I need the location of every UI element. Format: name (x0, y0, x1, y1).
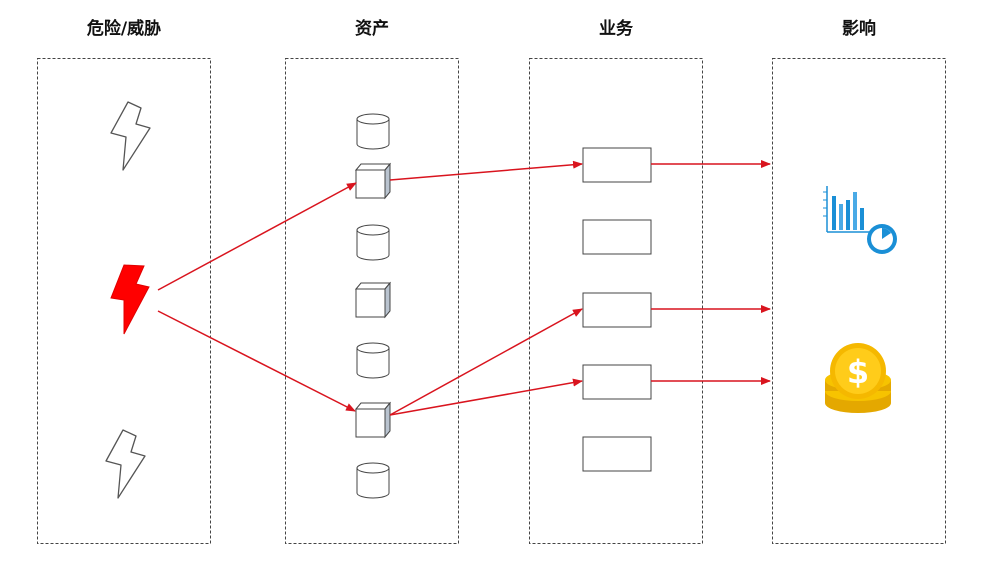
column-frame-business (529, 58, 703, 544)
svg-text:$: $ (847, 353, 869, 391)
gold-coins-icon: $ (825, 343, 891, 413)
chart-report-icon (823, 186, 897, 254)
server-cube-icon (354, 281, 392, 319)
business-box (582, 292, 652, 328)
server-cube-icon (354, 162, 392, 200)
business-box (582, 219, 652, 255)
lightning-outline-icon (110, 101, 151, 171)
business-box (582, 436, 652, 472)
server-cube-icon (354, 401, 392, 439)
lightning-filled-icon (110, 264, 150, 335)
arrow-threat-to-asset (157, 182, 357, 291)
arrow-asset-to-business (389, 160, 583, 181)
arrow-asset-to-business (389, 308, 583, 416)
lightning-outline-icon (105, 429, 146, 499)
business-box (582, 147, 652, 183)
column-title-threats: 危险/威胁 (86, 19, 162, 39)
column-frame-threats (37, 58, 211, 544)
database-cylinder-icon (356, 462, 390, 499)
database-cylinder-icon (356, 224, 390, 261)
column-frame-assets (285, 58, 459, 544)
column-title-business: 业务 (599, 19, 633, 39)
column-frame-impact (772, 58, 946, 544)
business-box (582, 364, 652, 400)
database-cylinder-icon (356, 113, 390, 150)
column-title-impact: 影响 (842, 19, 876, 39)
column-title-assets: 资产 (355, 19, 389, 39)
arrow-threat-to-asset (157, 310, 356, 412)
database-cylinder-icon (356, 342, 390, 379)
arrow-asset-to-business (389, 378, 583, 416)
